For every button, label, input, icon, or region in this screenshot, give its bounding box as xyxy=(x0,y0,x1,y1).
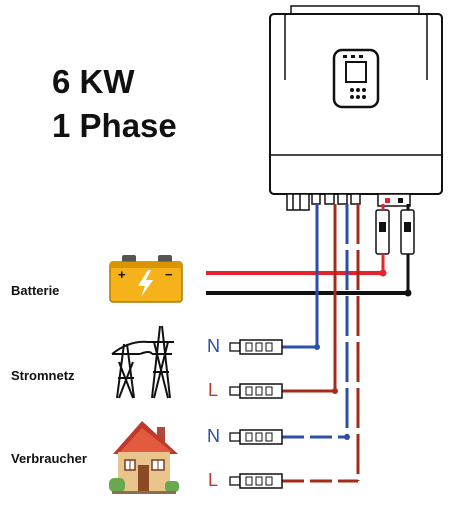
load-label: Verbraucher xyxy=(11,451,87,466)
grid-neutral-wire xyxy=(282,204,320,350)
inverter-icon xyxy=(269,5,443,211)
inverter-terminals xyxy=(286,193,411,211)
phase-title: 1 Phase xyxy=(52,107,177,144)
grid-label: Stromnetz xyxy=(11,368,75,383)
load-neutral-wire xyxy=(282,204,350,440)
battery-label: Batterie xyxy=(11,283,60,298)
grid-phase-label: L xyxy=(208,380,219,400)
breaker-icon xyxy=(375,209,415,255)
battery-icon: + − xyxy=(109,255,183,303)
grid-phase-wire xyxy=(282,204,338,394)
inverter-display-icon xyxy=(332,48,380,109)
load-neutral-label: N xyxy=(207,426,220,446)
terminal-block-icon xyxy=(229,339,283,489)
battery-negative-wire xyxy=(206,204,412,297)
power-rating-title: 6 KW xyxy=(52,63,135,100)
battery-plus-sign: + xyxy=(118,267,126,282)
battery-minus-sign: − xyxy=(165,267,173,282)
house-icon xyxy=(109,421,179,494)
load-phase-label: L xyxy=(208,470,219,490)
power-pylon-icon xyxy=(111,325,174,399)
load-phase-wire xyxy=(282,204,360,483)
grid-neutral-label: N xyxy=(207,336,220,356)
battery-positive-wire xyxy=(206,204,387,277)
